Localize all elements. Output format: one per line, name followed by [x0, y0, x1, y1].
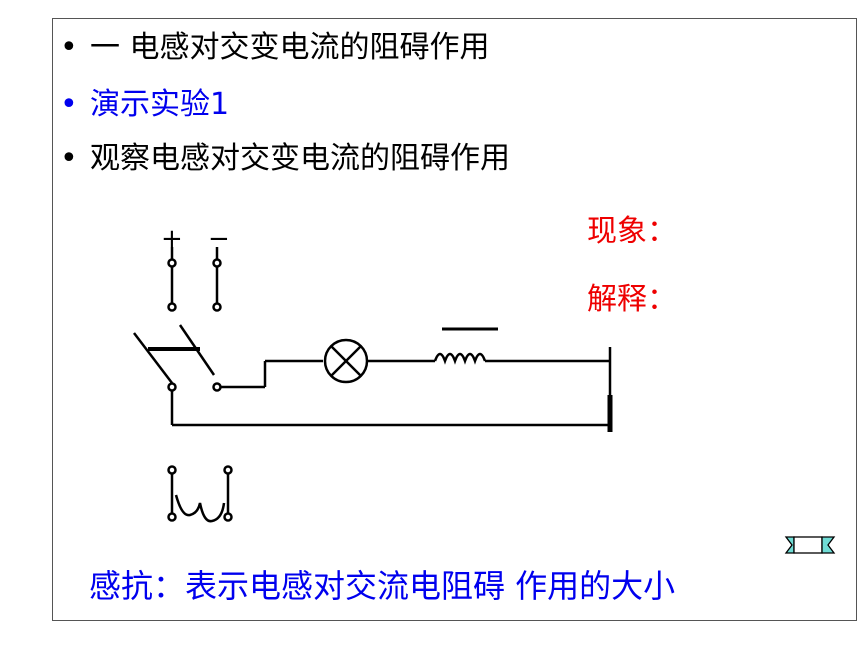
inductive-reactance-definition: 感抗：表示电感对交流电阻碍 作用的大小: [89, 567, 676, 605]
switch-contact-right: [212, 382, 222, 392]
bullet-2-marker: •: [60, 87, 78, 122]
circuit-diagram: + −: [133, 225, 613, 523]
plus-sign: +: [161, 225, 183, 254]
bullet-1-text: 一 电感对交变电流的阻碍作用: [90, 30, 490, 65]
inductor-coil: [433, 352, 487, 365]
ac-source-wave: [174, 494, 226, 523]
bullet-1: • 一 电感对交变电流的阻碍作用: [60, 30, 490, 66]
minus-terminal-bottom: [212, 302, 222, 312]
bullet-3-text: 观察电感对交变电流的阻碍作用: [90, 141, 510, 176]
ac-terminal-left-bottom: [167, 512, 177, 522]
bullet-1-marker: •: [60, 30, 78, 65]
plus-terminal-bottom: [167, 302, 177, 312]
ac-terminal-right-top: [223, 465, 233, 475]
explanation-label: 解释：: [587, 282, 677, 317]
return-arrow-icon[interactable]: [783, 534, 839, 556]
bullet-2: • 演示实验1: [60, 87, 229, 123]
ac-terminal-left-top: [167, 465, 177, 475]
phenomenon-label: 现象：: [587, 214, 677, 249]
minus-sign: −: [208, 225, 230, 254]
bullet-2-text: 演示实验1: [90, 87, 230, 122]
switch-contact-left: [167, 382, 177, 392]
bullet-3: • 观察电感对交变电流的阻碍作用: [60, 141, 510, 177]
slide-frame: [52, 18, 857, 621]
plus-terminal-top: [167, 258, 177, 268]
minus-terminal-top: [212, 258, 222, 268]
bullet-3-marker: •: [60, 141, 78, 176]
ac-terminal-right-bottom: [223, 512, 233, 522]
switch-blade-left: [133, 332, 173, 384]
